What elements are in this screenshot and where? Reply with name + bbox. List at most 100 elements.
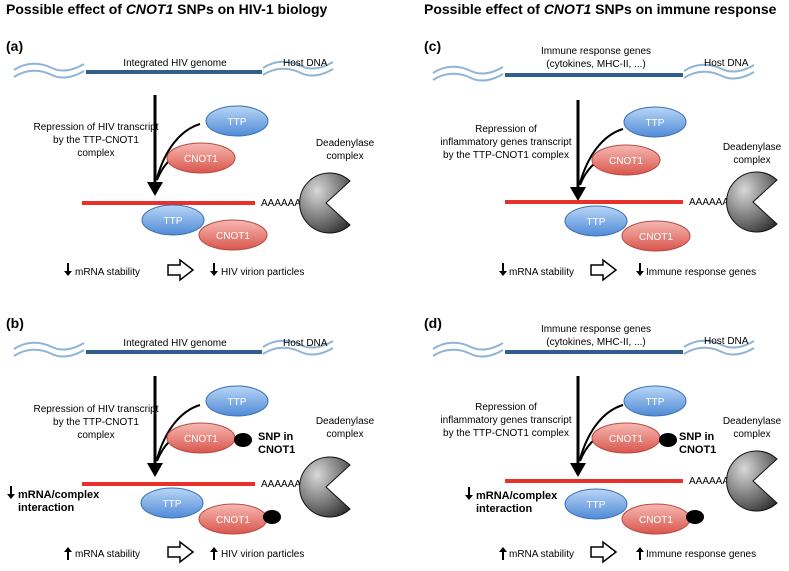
svg-text:TTP: TTP: [163, 499, 182, 510]
panel-label: (d): [424, 315, 442, 331]
ttp-connector: [156, 404, 201, 460]
repression-text: Repression of HIV transcript by the TTP-…: [33, 404, 158, 441]
svg-text:mRNA stability: mRNA stability: [509, 549, 574, 560]
up-arrow-icon: [210, 547, 218, 552]
ttp-connector: [156, 123, 201, 179]
svg-text:Deadenylase: Deadenylase: [723, 416, 782, 427]
svg-text:CNOT1: CNOT1: [639, 515, 673, 526]
svg-text:HIV virion particles: HIV virion particles: [221, 549, 304, 560]
cnot1-protein: [166, 142, 236, 174]
repression-text: Repression of inflammatory genes transcr…: [440, 124, 571, 161]
panel-label: (b): [6, 315, 24, 331]
ttp-protein-bound: [141, 204, 205, 236]
ttp-connector: [579, 128, 624, 184]
svg-text:complex: complex: [733, 155, 770, 166]
down-arrow-icon: [499, 271, 507, 276]
svg-text:Deadenylase: Deadenylase: [316, 416, 375, 427]
svg-text:interaction: interaction: [476, 503, 533, 515]
svg-text:CNOT1: CNOT1: [184, 434, 218, 445]
panel-label: (c): [424, 38, 441, 54]
host-dna-left: [432, 341, 504, 358]
open-right-arrow-icon: [590, 540, 618, 564]
pacman-shape-icon: [299, 172, 351, 234]
svg-text:Immune response genes: Immune response genes: [541, 324, 651, 335]
effect-row: mRNA stability Immune response genes: [499, 258, 756, 282]
svg-text:TTP: TTP: [228, 397, 247, 408]
down-arrow-icon: [210, 271, 218, 276]
svg-text:Repression of: Repression of: [475, 402, 537, 413]
svg-text:mRNA/complex: mRNA/complex: [18, 489, 100, 501]
host-dna-left: [13, 62, 85, 79]
open-right-arrow-icon: [167, 258, 195, 282]
svg-text:SNP in: SNP in: [258, 431, 294, 443]
svg-text:by the TTP-CNOT1 complex: by the TTP-CNOT1 complex: [443, 428, 569, 439]
effect-row: mRNA stability HIV virion particles: [64, 540, 304, 564]
svg-text:Repression of: Repression of: [475, 124, 537, 135]
pacman-shape-icon: [299, 456, 351, 518]
ttp-protein-bound: [564, 488, 628, 520]
svg-text:CNOT1: CNOT1: [679, 444, 716, 456]
open-right-arrow-icon: [167, 540, 195, 564]
host-dna-label: Host DNA: [704, 58, 749, 69]
cnot1-protein-bound: [198, 219, 268, 251]
svg-text:SNP in: SNP in: [679, 431, 715, 443]
left-column-header: Possible effect of CNOT1 SNPs on HIV-1 b…: [6, 1, 328, 17]
repression-text: Repression of inflammatory genes transcr…: [440, 402, 571, 439]
effect-row: mRNA stability Immune response genes: [499, 540, 756, 564]
repression-text: Repression of HIV transcript by the TTP-…: [33, 122, 158, 159]
polya-tail: AAAAAAA: [261, 479, 308, 490]
snp-dot: [263, 510, 281, 524]
snp-dot: [659, 433, 677, 447]
genome-label: Immune response genes (cytokines, MHC-II…: [541, 46, 651, 70]
ttp-protein: [205, 105, 269, 137]
svg-text:(cytokines, MHC-II, ...): (cytokines, MHC-II, ...): [546, 337, 645, 348]
down-arrow-icon: [147, 182, 163, 196]
host-dna-label: Host DNA: [283, 338, 328, 349]
svg-text:interaction: interaction: [18, 502, 75, 514]
genome-label: Integrated HIV genome: [123, 338, 227, 349]
cnot1-label: CNOT1: [184, 154, 218, 165]
down-arrow-icon: [465, 495, 473, 500]
svg-text:mRNA stability: mRNA stability: [509, 267, 574, 278]
svg-text:inflammatory genes transcript: inflammatory genes transcript: [440, 137, 571, 148]
svg-text:(cytokines, MHC-II, ...): (cytokines, MHC-II, ...): [546, 59, 645, 70]
interaction-label: mRNA/complex interaction: [465, 487, 558, 515]
down-arrow-icon: [570, 187, 586, 201]
up-arrow-icon: [499, 547, 507, 552]
genome-label: Integrated HIV genome: [123, 58, 227, 69]
panel-label: (a): [6, 38, 23, 54]
panel-b: (b) Integrated HIV genome Host DNA Repre…: [6, 315, 375, 564]
deadenylase-complex: Deadenylase complex: [723, 416, 782, 512]
down-arrow-icon: [570, 463, 586, 477]
host-dna-left: [13, 341, 85, 358]
polya-tail: AAAAAAA: [261, 198, 308, 209]
svg-text:complex: complex: [326, 429, 363, 440]
svg-text:CNOT1: CNOT1: [216, 515, 250, 526]
down-arrow-icon: [636, 271, 644, 276]
svg-text:Immune response genes: Immune response genes: [646, 267, 756, 278]
snp-dot: [686, 510, 704, 524]
svg-text:CNOT1: CNOT1: [258, 444, 295, 456]
up-arrow-icon: [636, 547, 644, 552]
svg-text:TTP: TTP: [587, 217, 606, 228]
ttp-protein-bound: [564, 205, 628, 237]
svg-text:by the TTP-CNOT1 complex: by the TTP-CNOT1 complex: [443, 150, 569, 161]
svg-text:Repression of HIV transcript: Repression of HIV transcript: [33, 404, 158, 415]
host-dna-label: Host DNA: [283, 58, 328, 69]
svg-text:CNOT1: CNOT1: [216, 231, 250, 242]
svg-text:TTP: TTP: [164, 216, 183, 227]
polya-tail: AAAAAAA: [689, 476, 736, 487]
svg-text:TTP: TTP: [646, 118, 665, 129]
svg-text:TTP: TTP: [646, 397, 665, 408]
host-dna-label: Host DNA: [704, 336, 749, 347]
ttp-protein-bound: [140, 487, 204, 519]
svg-text:Immune response genes: Immune response genes: [541, 46, 651, 57]
svg-text:HIV virion particles: HIV virion particles: [221, 267, 304, 278]
interaction-label: mRNA/complex interaction: [7, 486, 100, 514]
ttp-protein: [205, 385, 269, 417]
svg-text:complex: complex: [77, 148, 114, 159]
svg-text:Repression of HIV transcript: Repression of HIV transcript: [33, 122, 158, 133]
deadenylase-complex: Deadenylase complex: [299, 416, 375, 518]
svg-text:inflammatory genes transcript: inflammatory genes transcript: [440, 415, 571, 426]
pacman-shape-icon: [726, 450, 778, 512]
